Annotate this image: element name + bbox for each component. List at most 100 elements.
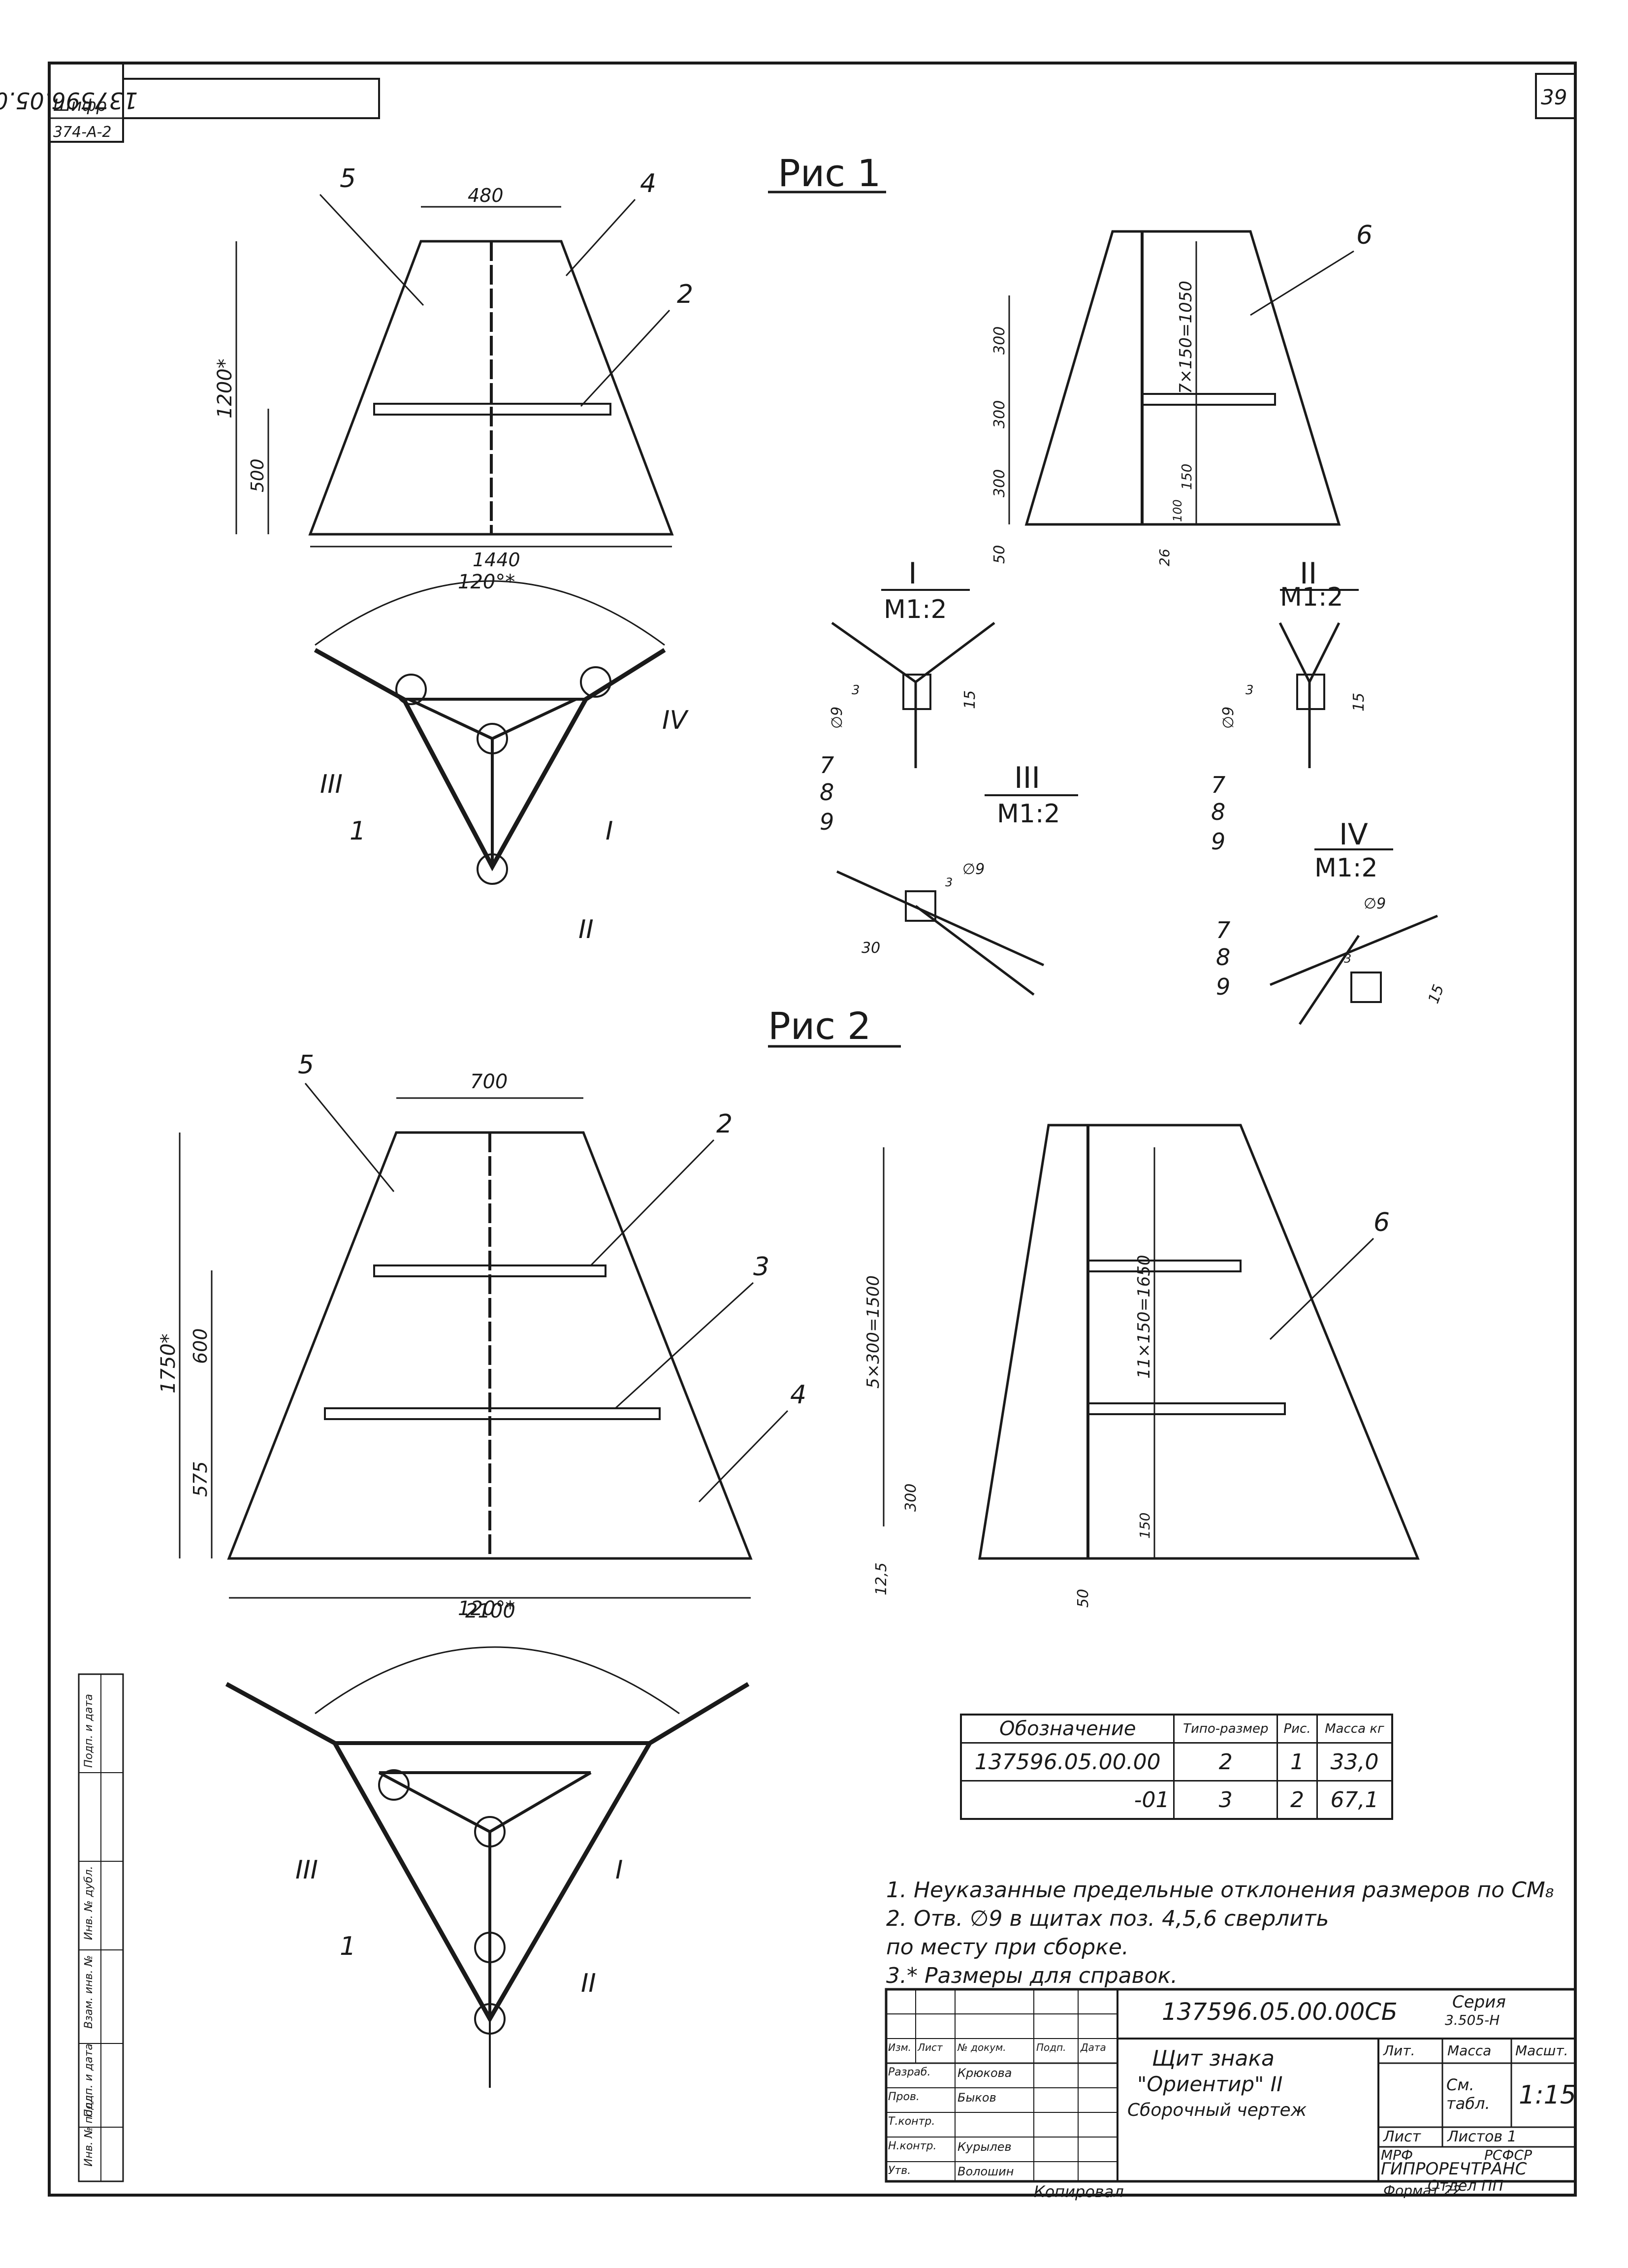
variants-table: Обозначение Типо-размер Рис. Масса кг 13… [960,1714,1393,1820]
fig1-side-label-6: 6 [1356,221,1373,250]
fig1-label-2: 2 [677,280,693,309]
svg-text:8: 8 [1211,799,1225,825]
stamp-mass-label: Масса [1447,2042,1492,2059]
svg-text:7: 7 [1211,772,1225,798]
svg-text:15: 15 [1350,693,1368,712]
fig2-side-dim-1: 150 [1137,1513,1153,1539]
stamp-code: 137596.05.00.00СБ [1162,1998,1398,2026]
note-line: 2. Отв. ∅9 в щитах поз. 4,5,6 сверлить [886,1906,1329,1931]
fig2-side-pitch-right: 11×150=1650 [1134,1255,1154,1379]
fig1-front-panel [308,240,674,536]
svg-text:III: III [1014,761,1040,795]
fig1-callout-III: III [320,770,343,799]
stamp-series: 3.505-Н [1445,2012,1500,2028]
detail-I: I М1:2 7 8 9 15 ∅9 3 [820,556,995,835]
table-cell: 2 [1277,1780,1318,1820]
fig2-label-2: 2 [716,1109,733,1139]
stamp-sheets-label: Листов 1 [1447,2128,1517,2145]
stamp-text-layer: 137596.05.00.00СБ Серия 3.505-Н Щит знак… [886,1989,1576,2201]
stamp-role: Разраб. [888,2066,931,2078]
stamp-format: Формат 22 [1383,2182,1462,2199]
detail-IV: IV М1:2 7 8 9 ∅9 15 3 [1216,817,1448,1025]
fig2-side-dim-3: 50 [1075,1589,1092,1608]
note-line: 3.* Размеры для справок. [886,1963,1178,1988]
table-header-mass: Масса кг [1316,1714,1393,1744]
svg-text:∅9: ∅9 [829,707,846,729]
stamp-lit-label: Лит. [1383,2042,1415,2059]
table-cell: 1 [1277,1742,1318,1782]
fig2-callout-III: III [295,1855,318,1885]
svg-text:3: 3 [1245,683,1254,698]
stamp-role: Дата [1081,2041,1106,2053]
svg-text:8: 8 [1216,944,1230,971]
svg-text:М1:2: М1:2 [1314,853,1378,883]
fig2-plan-angle: 120°* [458,1597,515,1620]
svg-text:I: I [908,556,917,591]
table-row: -01 3 2 67,1 [960,1780,1393,1820]
table-header-size: Типо-размер [1173,1714,1278,1744]
fig2-bottom-width: 2100 [465,1600,515,1622]
fig1-callout-I: I [606,816,613,846]
stamp-name-2: "Ориентир" II [1137,2072,1283,2096]
detail-III: III М1:2 30 ∅9 3 [836,761,1078,996]
fig2-side-panel [978,1124,1420,1560]
svg-text:7: 7 [1216,917,1230,943]
fig2-height: 1750* [157,1333,180,1393]
fig2-callout-II: II [581,1969,596,1998]
drawing-notes: 1. Неуказанные предельные отклонения раз… [886,1876,1585,1990]
svg-text:15: 15 [1425,982,1448,1006]
stamp-org-2: РСФСР [1484,2147,1532,2163]
fig1-side-panel [1024,230,1341,526]
fig1-side-pitch: 7×150=1050 [1176,281,1196,394]
table-cell: 3 [1173,1780,1278,1820]
fig1-height: 1200* [214,358,236,419]
side-strip-label: Подп. и дата [83,2043,95,2117]
fig1-label-5: 5 [340,164,356,194]
fig2-label-4: 4 [790,1380,806,1410]
note-line: по месту при сборке. [886,1935,1129,1960]
stamp-series-label: Серия [1452,1992,1506,2012]
svg-text:3: 3 [1344,952,1351,966]
fig1-side-dim-3: 50 [991,545,1008,564]
stamp-role: Утв. [888,2165,911,2177]
side-strip: Инв. № подл. Подп. и дата Взам. инв. № И… [79,1674,101,2181]
stamp-scale-label: Масшт. [1515,2042,1568,2059]
fig2-bar1: 600 [190,1328,211,1364]
table-cell: 33,0 [1316,1742,1393,1782]
svg-text:30: 30 [862,940,880,957]
fig1-callout-IV: IV [662,706,689,735]
fig1-bottom-width: 1440 [473,549,520,571]
detail-II: II М1:2 7 8 9 15 ∅9 3 [1211,556,1368,855]
svg-text:15: 15 [961,690,979,709]
table-cell: 67,1 [1316,1780,1393,1820]
fig2-side-pitch-left: 5×300=1500 [863,1275,883,1389]
svg-text:М1:2: М1:2 [1280,583,1343,612]
stamp-role: Изм. [888,2041,912,2053]
fig2-side-dim-2: 12,5 [873,1562,890,1595]
svg-text:8: 8 [820,779,834,806]
stamp-org-3: ГИПРОРЕЧТРАНС [1381,2159,1527,2179]
fig2-side-label-6: 6 [1373,1208,1390,1237]
sheet-number: 39 [1541,85,1567,109]
svg-text:II: II [1300,556,1317,591]
svg-text:9: 9 [1216,973,1230,1000]
stamp-role: № докум. [958,2041,1006,2053]
svg-text:∅9: ∅9 [962,861,985,878]
svg-text:М1:2: М1:2 [884,595,947,624]
svg-text:М1:2: М1:2 [997,799,1060,829]
mirrored-code: 137596.05.00.00СБ [0,87,138,114]
fig1-callout-II: II [578,915,594,944]
stamp-org-1: МРФ [1381,2147,1413,2163]
stamp-role: Быков [958,2091,996,2105]
fig1-side-dim-2: 300 [991,469,1008,497]
table-cell: 2 [1173,1742,1278,1782]
fig2-front-panel [227,1131,753,1560]
fig1-callout-1: 1 [350,816,366,846]
side-strip-label: Подп. и дата [83,1694,95,1768]
stamp-role: Волошин [958,2165,1014,2178]
fig1-side-dim-1: 300 [991,400,1008,428]
stamp-role: Н.контр. [888,2140,937,2152]
fig2-callout-I: I [615,1855,623,1885]
table-header-fig: Рис. [1277,1714,1318,1744]
